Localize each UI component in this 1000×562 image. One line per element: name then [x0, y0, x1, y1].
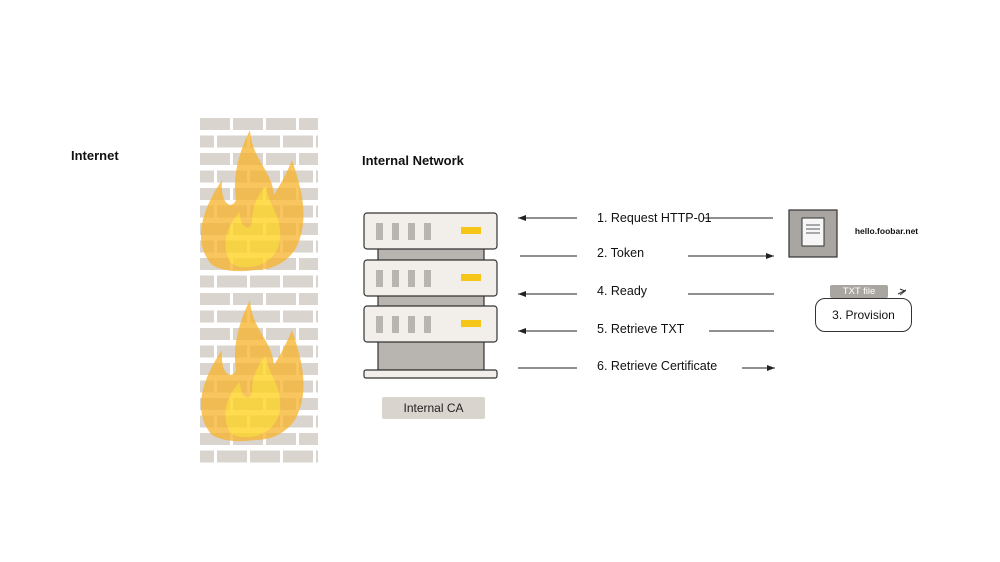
flame-icon-bottom: [200, 300, 304, 442]
brick: [266, 293, 296, 305]
brick: [200, 293, 230, 305]
brick: [299, 223, 318, 235]
brick: [299, 398, 318, 410]
brick: [299, 293, 318, 305]
drive-slot: [376, 223, 383, 240]
drive-slot: [392, 270, 399, 287]
brick: [316, 135, 318, 148]
step-label: 1. Request HTTP-01: [597, 211, 712, 225]
brick: [283, 275, 313, 288]
flow-arrow: [518, 291, 577, 297]
internet-label: Internet: [71, 148, 119, 163]
drive-slot: [392, 316, 399, 333]
brick: [299, 118, 318, 130]
drive-slot: [424, 223, 431, 240]
internal-ca-label: Internal CA: [382, 397, 485, 419]
brick: [200, 310, 214, 323]
drive-slot: [376, 270, 383, 287]
flame-icon-top: [200, 130, 304, 272]
step-label: 5. Retrieve TXT: [597, 322, 685, 336]
brick: [250, 135, 280, 148]
txt-file-badge: TXT file: [830, 285, 888, 298]
step-label: 2. Token: [597, 246, 645, 260]
brick: [299, 188, 318, 200]
status-led: [461, 227, 481, 234]
brick: [250, 450, 280, 463]
provision-box: 3. Provision: [815, 298, 912, 332]
brick: [316, 275, 318, 288]
drive-slot: [408, 270, 415, 287]
document-icon: [801, 217, 825, 247]
brick: [283, 450, 313, 463]
brick: [266, 153, 296, 165]
brick: [299, 363, 318, 375]
brick: [299, 328, 318, 340]
brick: [200, 345, 214, 358]
internal-network-label: Internal Network: [362, 153, 464, 168]
brick: [233, 293, 263, 305]
drive-slot: [424, 270, 431, 287]
brick: [299, 258, 318, 270]
flow-arrow: [742, 365, 775, 371]
brick: [283, 310, 313, 323]
brick: [316, 345, 318, 358]
brick: [200, 135, 214, 148]
drive-slot: [424, 316, 431, 333]
brick: [217, 135, 247, 148]
flow-arrow: [688, 253, 774, 259]
drive-slot: [408, 223, 415, 240]
drive-slot: [376, 316, 383, 333]
brick: [200, 153, 230, 165]
brick: [200, 170, 214, 183]
brick: [316, 205, 318, 218]
flow-arrow: [518, 328, 577, 334]
flow-arrow: [518, 215, 577, 221]
brick: [299, 153, 318, 165]
brick: [233, 118, 263, 130]
brick: [200, 450, 214, 463]
status-led: [461, 320, 481, 327]
brick: [316, 450, 318, 463]
brick: [316, 415, 318, 428]
brick: [266, 328, 296, 340]
drive-slot: [392, 223, 399, 240]
brick: [299, 433, 318, 445]
brick: [316, 310, 318, 323]
hostname-label: hello.foobar.net: [848, 224, 925, 239]
brick: [316, 170, 318, 183]
drive-slot: [408, 316, 415, 333]
brick: [217, 450, 247, 463]
brick: [217, 275, 247, 288]
step-label: 6. Retrieve Certificate: [597, 359, 718, 373]
provision-arrow-head: [899, 288, 906, 296]
brick: [316, 380, 318, 393]
step-label: 4. Ready: [597, 284, 648, 298]
brick: [316, 240, 318, 253]
brick: [217, 310, 247, 323]
brick: [266, 118, 296, 130]
brick: [200, 118, 230, 130]
brick: [200, 328, 230, 340]
brick: [200, 275, 214, 288]
status-led: [461, 274, 481, 281]
brick: [250, 310, 280, 323]
brick: [283, 135, 313, 148]
brick: [250, 275, 280, 288]
